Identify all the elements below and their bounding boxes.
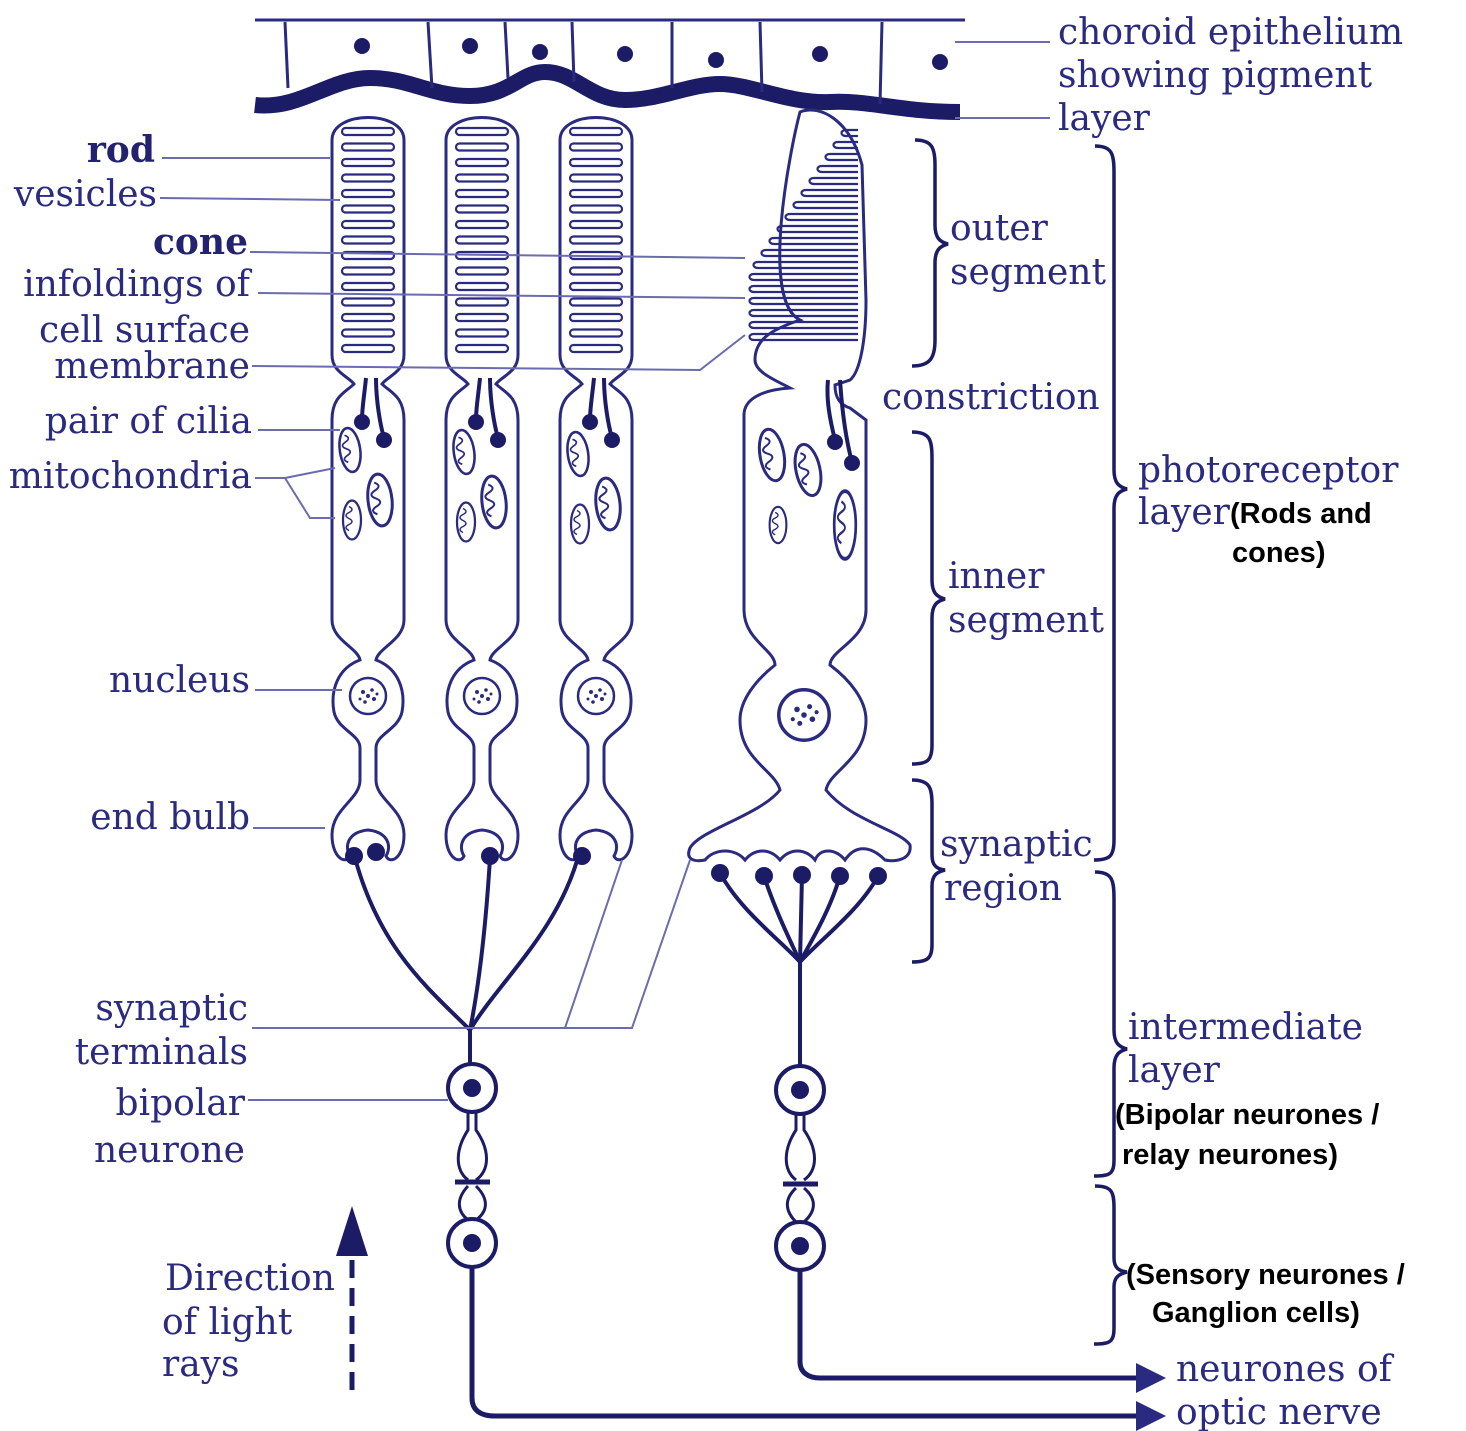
label-infoldings-line1: infoldings of — [23, 264, 253, 305]
braces — [912, 140, 1127, 1344]
rod-basal-body — [490, 432, 506, 448]
rod-basal-body — [604, 432, 620, 448]
rod-basal-body — [582, 414, 598, 430]
label-optic-nerve-line2: optic nerve — [1176, 1392, 1382, 1431]
label-synaptic-terminals-line1: synaptic — [95, 988, 248, 1029]
label-inner-segment-line2: segment — [948, 600, 1104, 641]
label-photoreceptor-line1: photoreceptor — [1138, 450, 1399, 491]
label-intermediate-note-line1: (Bipolar neurones / — [1115, 1099, 1379, 1131]
label-choroid-line3: layer — [1058, 98, 1151, 139]
rod-basal-body — [354, 414, 370, 430]
rod-synaptic-terminal — [367, 843, 385, 861]
label-photoreceptor-line2: layer — [1138, 492, 1231, 533]
label-inner-segment-line1: inner — [948, 556, 1045, 597]
label-photoreceptor-note-line1: (Rods and — [1230, 498, 1372, 530]
label-nucleus: nucleus — [109, 660, 250, 701]
label-outer-segment-line2: segment — [950, 252, 1106, 293]
label-synaptic-terminals-line2: terminals — [75, 1032, 248, 1073]
label-intermediate-line2: layer — [1128, 1050, 1221, 1091]
label-cone: cone — [153, 221, 248, 263]
label-ganglion-note-line2: Ganglion cells) — [1152, 1297, 1360, 1329]
label-intermediate-note-line2: relay neurones) — [1122, 1139, 1338, 1171]
rod-basal-body — [468, 414, 484, 430]
cone-cell — [689, 110, 910, 962]
label-synaptic-region-line1: synaptic — [940, 824, 1093, 865]
rod-axons — [355, 850, 580, 1064]
label-constriction: constriction — [882, 377, 1100, 418]
label-optic-nerve-line1: neurones of — [1176, 1349, 1395, 1390]
rod-cell — [446, 118, 518, 866]
label-direction-line3: rays — [162, 1344, 239, 1385]
rod-cell — [560, 118, 632, 866]
rod-synaptic-terminal — [345, 847, 363, 865]
label-synaptic-region-line2: region — [944, 868, 1062, 909]
light-direction-arrow — [336, 1206, 368, 1390]
label-cilia: pair of cilia — [45, 401, 252, 442]
label-direction-line2: of light — [162, 1302, 293, 1343]
label-ganglion-note-line1: (Sensory neurones / — [1126, 1259, 1405, 1291]
label-photoreceptor-note-line2: cones) — [1232, 537, 1325, 569]
label-end-bulb: end bulb — [90, 797, 250, 838]
label-infoldings-line2: cell surface — [39, 310, 250, 351]
label-direction-line1: Direction — [165, 1258, 335, 1299]
choroid-epithelium — [255, 20, 965, 112]
rod-cells — [332, 118, 632, 866]
label-infoldings-line3: membrane — [54, 346, 250, 387]
labels: choroid epithelium showing pigment layer… — [9, 12, 1405, 1431]
label-choroid-line2: showing pigment — [1058, 55, 1373, 96]
label-choroid-line1: choroid epithelium — [1058, 12, 1403, 53]
label-bipolar-line2: neurone — [94, 1130, 245, 1171]
label-rod: rod — [87, 129, 155, 171]
label-vesicles: vesicles — [13, 174, 157, 215]
label-mitochondria: mitochondria — [9, 456, 252, 497]
rod-basal-body — [376, 432, 392, 448]
rod-cell — [332, 118, 404, 866]
label-outer-segment-line1: outer — [950, 208, 1049, 249]
label-bipolar-line1: bipolar — [116, 1083, 246, 1124]
right-neuron-chain — [776, 962, 1160, 1378]
label-intermediate-line1: intermediate — [1128, 1007, 1363, 1048]
